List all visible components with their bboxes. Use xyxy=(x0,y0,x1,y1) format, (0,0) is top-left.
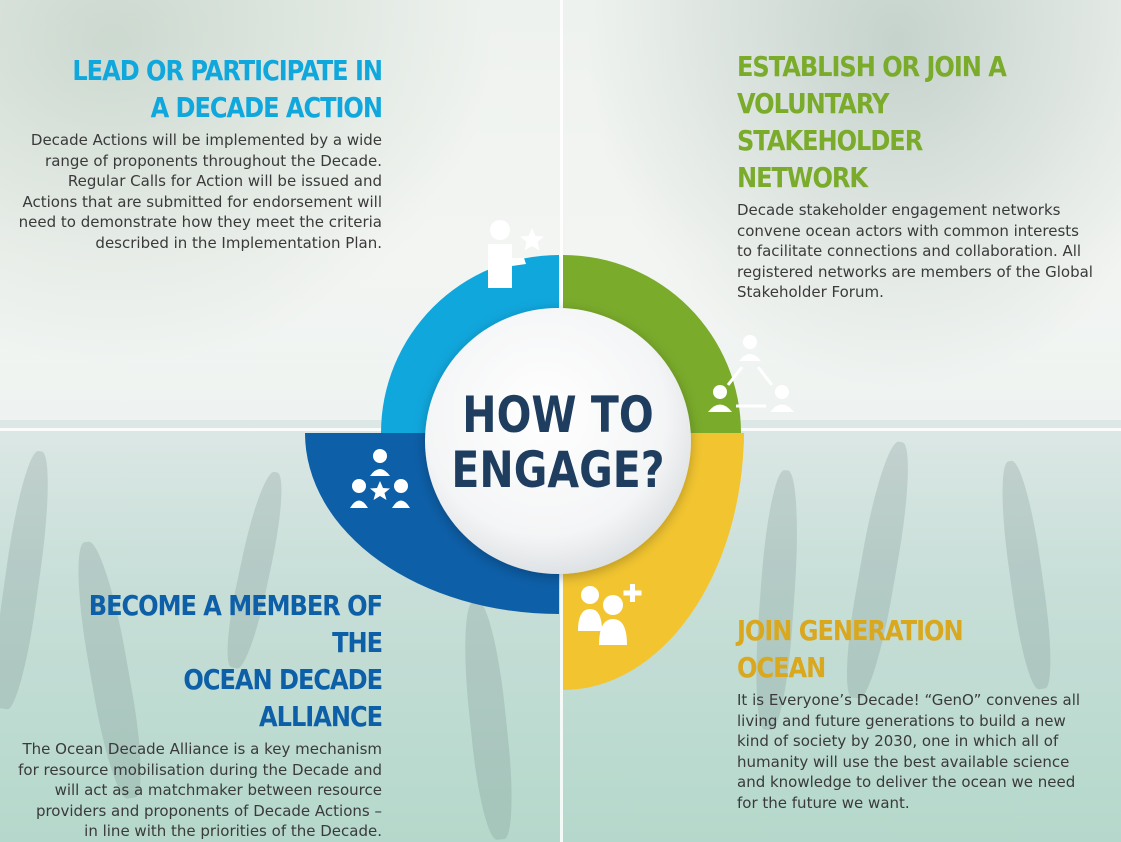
title-line: NETWORK xyxy=(737,161,868,194)
center-circle xyxy=(425,308,691,574)
section-body: Decade stakeholder engagement networks c… xyxy=(737,201,1093,302)
title-line: ESTABLISH OR JOIN A xyxy=(737,50,1007,83)
center-title-line1: HOW TO xyxy=(462,386,653,444)
section-title: LEAD OR PARTICIPATE IN A DECADE ACTION xyxy=(69,52,383,126)
section-stakeholder-network: ESTABLISH OR JOIN A VOLUNTARY STAKEHOLDE… xyxy=(737,48,1097,303)
section-body: The Ocean Decade Alliance is a key mecha… xyxy=(18,740,382,841)
title-line: VOLUNTARY STAKEHOLDER xyxy=(737,87,923,157)
title-line: LEAD OR PARTICIPATE IN xyxy=(72,54,383,87)
section-body: Decade Actions will be implemented by a … xyxy=(18,131,382,252)
center-title-line2: ENGAGE? xyxy=(451,441,664,499)
section-lead-decade-action: LEAD OR PARTICIPATE IN A DECADE ACTION D… xyxy=(18,52,383,254)
section-title: ESTABLISH OR JOIN A VOLUNTARY STAKEHOLDE… xyxy=(737,48,1047,196)
network-triangle-icon xyxy=(708,335,794,412)
section-title: JOIN GENERATION OCEAN xyxy=(737,612,1047,686)
title-line: OCEAN DECADE ALLIANCE xyxy=(183,663,383,733)
person-with-star-icon xyxy=(488,220,544,288)
section-title: BECOME A MEMBER OF THE OCEAN DECADE ALLI… xyxy=(69,587,383,735)
title-line: JOIN GENERATION OCEAN xyxy=(737,614,964,684)
people-plus-icon xyxy=(578,584,642,645)
section-body: It is Everyone’s Decade! “GenO” convenes… xyxy=(737,691,1081,812)
title-line: BECOME A MEMBER OF THE xyxy=(88,589,383,659)
section-generation-ocean: JOIN GENERATION OCEAN It is Everyone’s D… xyxy=(737,612,1097,814)
title-line: A DECADE ACTION xyxy=(150,91,383,124)
group-with-star-icon xyxy=(350,449,410,508)
section-ocean-decade-alliance: BECOME A MEMBER OF THE OCEAN DECADE ALLI… xyxy=(18,587,383,842)
